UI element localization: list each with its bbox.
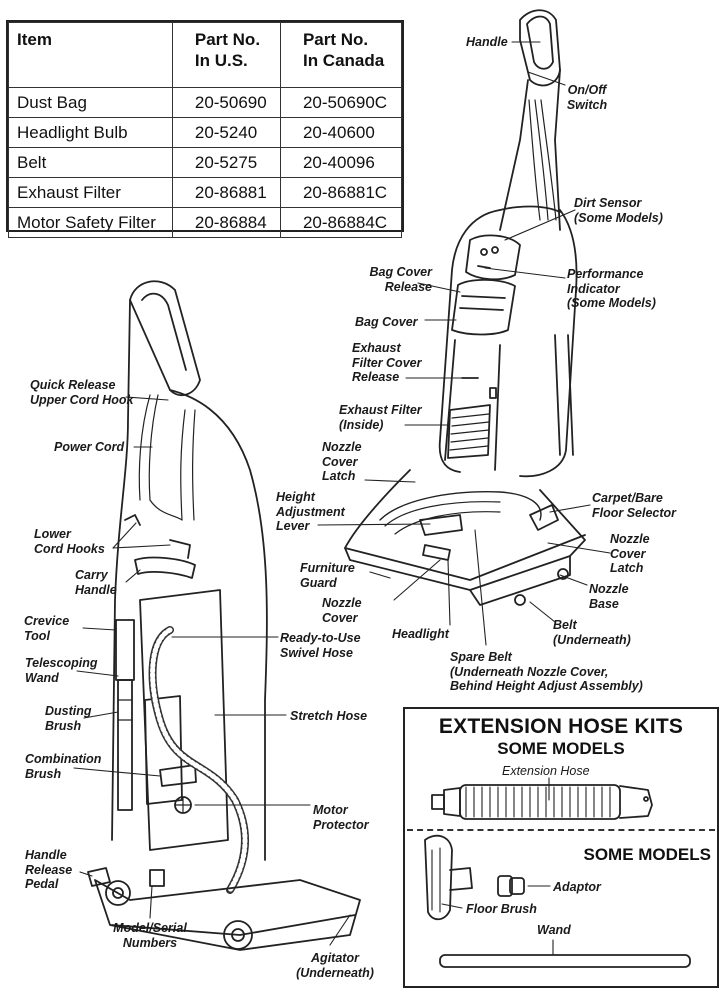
cell-ca: 20-40096 xyxy=(279,147,403,178)
header-part-us: Part No.In U.S. xyxy=(171,22,281,88)
cell-us: 20-86884 xyxy=(171,207,281,238)
cell-item: Exhaust Filter xyxy=(8,177,173,208)
kit-subtitle: SOME MODELS xyxy=(497,739,625,758)
cell-ca: 20-86884C xyxy=(279,207,403,238)
header-part-canada: Part No.In Canada xyxy=(279,22,403,88)
cell-item: Motor Safety Filter xyxy=(8,207,173,238)
label-floor-brush: Floor Brush xyxy=(466,902,537,916)
label-headlight: Headlight xyxy=(392,627,449,641)
table-header-row: Item Part No.In U.S. Part No.In Canada xyxy=(8,22,403,88)
kit-divider xyxy=(407,829,715,831)
label-handle: Handle xyxy=(466,35,508,49)
label-adaptor: Adaptor xyxy=(553,880,601,894)
kit-drawings xyxy=(424,777,691,968)
label-dirt-sensor: Dirt Sensor(Some Models) xyxy=(574,196,663,225)
label-wand: Wand xyxy=(537,923,571,937)
table-row: Motor Safety Filter 20-86884 20-86884C xyxy=(8,207,403,238)
leader-lines xyxy=(73,41,611,946)
table-row: Headlight Bulb 20-5240 20-40600 xyxy=(8,117,403,148)
kit-subtitle-2: SOME MODELS xyxy=(583,845,711,864)
label-extension-hose: Extension Hose xyxy=(502,764,590,778)
cell-item: Dust Bag xyxy=(8,87,173,118)
table-row: Belt 20-5275 20-40096 xyxy=(8,147,403,178)
front-vacuum-drawing xyxy=(344,9,586,606)
label-stretch-hose: Stretch Hose xyxy=(290,709,368,723)
cell-us: 20-50690 xyxy=(171,87,281,118)
label-belt: Belt(Underneath) xyxy=(553,618,631,647)
table-row: Dust Bag 20-50690 20-50690C xyxy=(8,87,403,118)
cell-item: Headlight Bulb xyxy=(8,117,173,148)
kit-title: EXTENSION HOSE KITS xyxy=(438,715,684,738)
parts-table: Item Part No.In U.S. Part No.In Canada D… xyxy=(6,20,404,238)
cell-ca: 20-50690C xyxy=(279,87,403,118)
rear-vacuum-drawing xyxy=(87,280,361,951)
label-spare-belt: Spare Belt(Underneath Nozzle Cover,Behin… xyxy=(450,650,643,693)
cell-us: 20-5275 xyxy=(171,147,281,178)
label-bag-cover: Bag Cover xyxy=(355,315,418,329)
cell-ca: 20-86881C xyxy=(279,177,403,208)
label-power-cord: Power Cord xyxy=(54,440,125,454)
cell-ca: 20-40600 xyxy=(279,117,403,148)
label-exhaust-filter: Exhaust Filter(Inside) xyxy=(339,403,422,432)
extension-hose-kits-box: EXTENSION HOSE KITS SOME MODELS SOME MOD… xyxy=(403,707,719,988)
label-agitator: Agitator(Underneath) xyxy=(296,951,374,980)
